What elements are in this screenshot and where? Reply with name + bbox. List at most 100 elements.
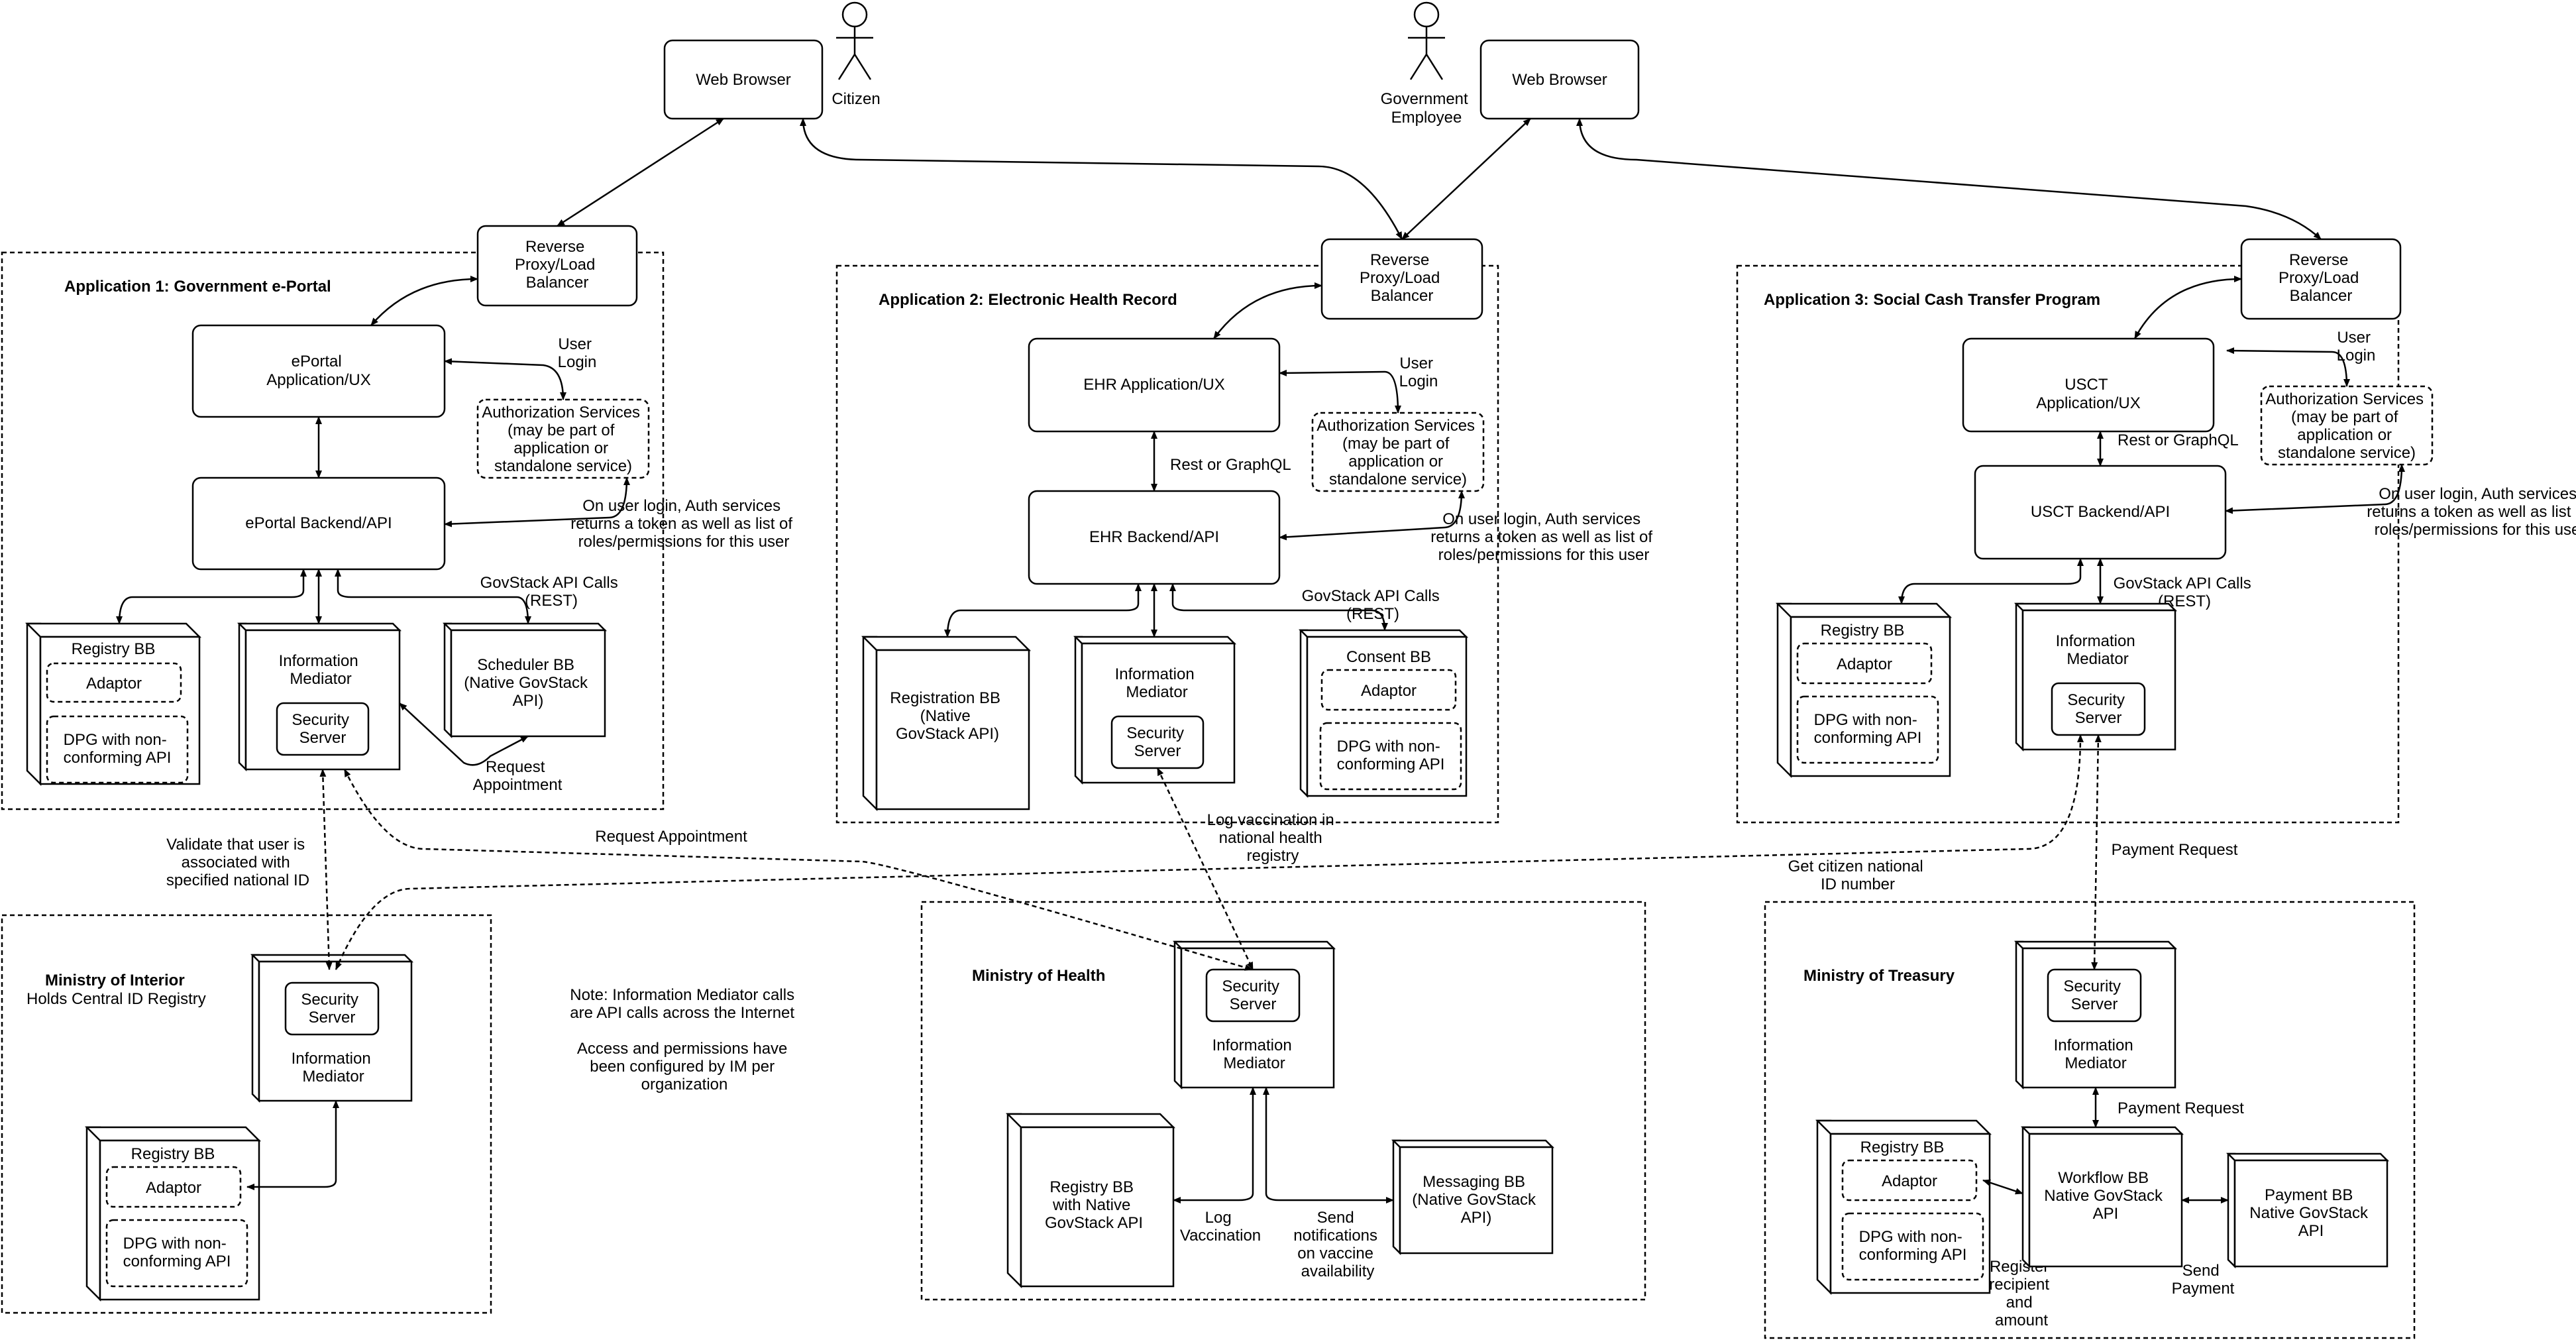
app1-dpg-label: DPG with non- conforming API [64,731,172,767]
payment-request-link-label: Payment Request [2112,841,2238,859]
app1-dpg [46,715,189,784]
app2-adaptor-label: Adaptor [1361,682,1417,700]
app2-govstack-calls: GovStack API Calls (REST) [1302,587,1444,623]
treasury-dpg [1841,1212,1984,1281]
connector-browser-app2-proxy [800,118,1403,240]
connector-app1-backend-registry [116,569,307,624]
interior-registry-bb-label: Registry BB [131,1145,215,1163]
request-appointment-link-label: Request Appointment [595,828,747,846]
app1-request-appointment: Request Appointment [473,758,563,794]
app3-security-server-label: Security Server [2067,691,2129,727]
health-messaging-bb [1391,1139,1555,1256]
treasury-im-label: Information Mediator [2054,1036,2138,1072]
app3-usct-ux-label: USCT Application/UX [2036,376,2140,412]
app1-adaptor [46,662,182,703]
app1-title: Application 1: Government e-Portal [64,278,331,296]
interior-group [1,914,492,1314]
dashed-app2-im-health [1156,767,1254,970]
app2-group [835,264,1499,824]
interior-security-server [284,981,380,1036]
app1-scheduler-bb-label: Scheduler BB (Native GovStack API) [464,656,592,710]
app1-proxy-label: Reverse Proxy/Load Balancer [515,238,600,292]
citizen-label: Citizen [832,90,880,108]
citizen-actor-icon [836,1,873,80]
app3-adaptor-label: Adaptor [1837,655,1892,673]
health-security-server-label: Security Server [1222,977,1283,1013]
web-browser-citizen-label: Web Browser [696,71,791,89]
app3-usct-ux [1962,337,2215,433]
app2-adaptor [1320,669,1457,711]
dashed-app1-im-interior [319,769,333,970]
app2-ehr-backend-label: EHR Backend/API [1089,528,1219,546]
app3-usct-backend-label: USCT Backend/API [2031,503,2170,521]
treasury-send-payment: Send Payment [2172,1262,2235,1298]
app1-user-login: User Login [558,335,597,371]
interior-dpg-label: DPG with non- conforming API [123,1235,231,1270]
app2-user-login: User Login [1399,355,1438,390]
connector-health-im-registry [1173,1087,1256,1203]
health-im-label: Information Mediator [1212,1036,1297,1072]
treasury-title: Ministry of Treasury [1803,967,1955,985]
interior-subtitle: Holds Central ID Registry [27,990,206,1008]
connector-app2-backend-auth [1279,490,1465,541]
get-citizen-id-label: Get citizen national ID number [1788,858,1928,893]
app3-im-label: Information Mediator [2056,632,2140,668]
treasury-workflow-bb [2020,1126,2184,1269]
treasury-payment-request: Payment Request [2118,1099,2244,1117]
interior-im-label: Information Mediator [292,1050,376,1086]
app2-title: Application 2: Electronic Health Record [879,291,1177,309]
treasury-payment-bb-label: Payment BB Native GovStack API [2249,1186,2372,1240]
app1-auth-services-label: Authorization Services (may be part of a… [482,404,644,475]
health-messaging-bb-label: Messaging BB (Native GovStack API) [1412,1173,1540,1227]
interior-title: Ministry of Interior [45,972,185,989]
connector-app2-backend-registration [944,583,1142,638]
app1-im-label: Information Mediator [279,652,363,688]
connector-app2-proxy-ux [1212,282,1322,339]
app2-security-server-label: Security Server [1126,724,1188,760]
connector-app1-ux-auth [444,358,566,400]
validate-national-id-label: Validate that user is associated with sp… [166,836,309,889]
connector-browser2-app3-proxy [1576,118,2322,240]
app1-adaptor-label: Adaptor [86,675,142,693]
app3-title: Application 3: Social Cash Transfer Prog… [1764,291,2100,309]
treasury-adaptor [1841,1159,1978,1201]
app3-dpg-label: DPG with non- conforming API [1814,711,1922,747]
app2-rest-graphql: Rest or GraphQL [1170,456,1291,474]
treasury-security-server-label: Security Server [2063,977,2125,1013]
dashed-app3-im-interior [335,734,2084,970]
government-employee-actor-icon [1408,1,1445,80]
health-log-vaccination: Log Vaccination [1180,1209,1261,1245]
treasury-payment-bb [2226,1152,2390,1269]
app1-govstack-calls: GovStack API Calls (REST) [480,574,623,610]
connector-app2-backend-consent [1169,583,1388,631]
web-browser-citizen [663,39,824,120]
connector-app1-proxy-ux [370,276,478,326]
interior-security-server-label: Security Server [301,991,362,1027]
interior-dpg [105,1219,248,1288]
app3-registry-bb-label: Registry BB [1821,622,1905,640]
app3-group [1736,264,2400,824]
interior-adaptor-label: Adaptor [146,1179,201,1197]
connector-browser-app1-proxy [557,117,724,227]
app1-group [1,251,665,810]
dashed-app3-im-treasury [2091,734,2102,970]
app3-govstack-calls: GovStack API Calls (REST) [2114,575,2256,610]
app1-eportal-ux-label: ePortal Application/UX [266,353,370,389]
treasury-dpg-label: DPG with non- conforming API [1859,1228,1967,1264]
treasury-registry-bb-label: Registry BB [1860,1139,1945,1156]
app3-proxy-label: Reverse Proxy/Load Balancer [2279,251,2363,305]
dashed-app1-im-health [343,769,1253,971]
health-registry-bb [1005,1113,1176,1289]
treasury-register-recipient: Register recipient and amount [1989,1258,2053,1329]
interior-adaptor [105,1166,242,1208]
web-browser-employee [1479,39,1640,120]
web-browser-employee-label: Web Browser [1512,71,1607,89]
connector-app3-proxy-ux [2133,276,2242,339]
dashed-connectors [319,734,2102,971]
app1-security-server-label: Security Server [292,711,353,747]
im-note: Note: Information Mediator calls are API… [570,986,799,1093]
app2-im-label: Information Mediator [1115,665,1199,701]
app2-auth-services-label: Authorization Services (may be part of a… [1316,417,1479,488]
app1-auth-note: On user login, Auth services returns a t… [570,497,797,551]
